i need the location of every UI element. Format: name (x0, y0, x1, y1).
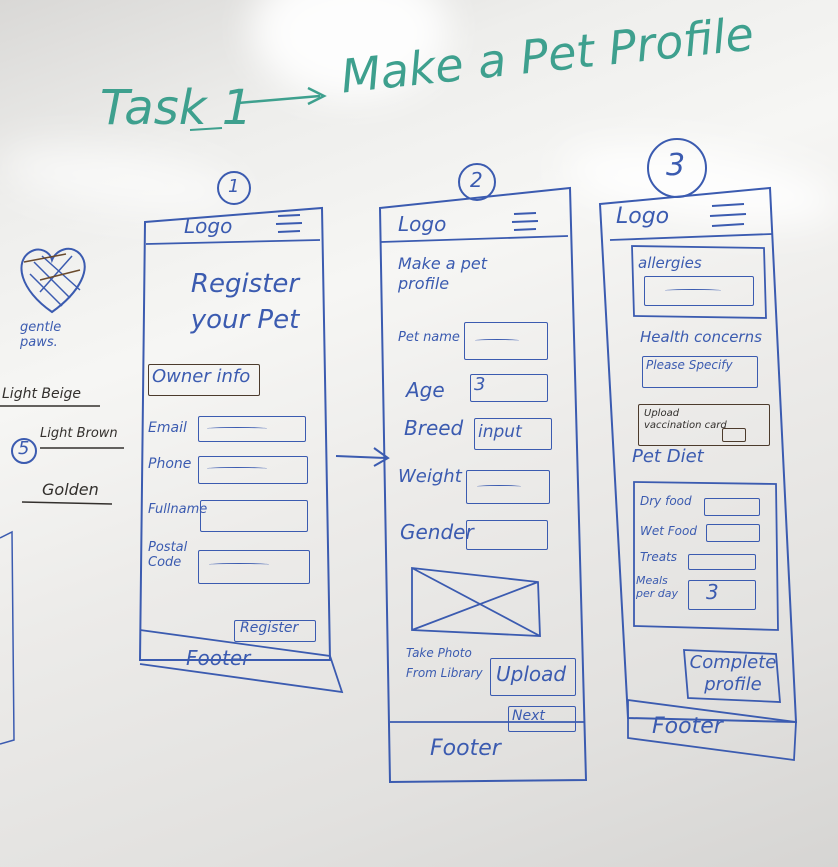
email-field[interactable] (198, 416, 306, 442)
pet-name-label: Pet name (398, 330, 460, 345)
card-icon (722, 428, 746, 442)
weight-field[interactable] (466, 470, 550, 504)
register-button[interactable] (234, 620, 316, 642)
health-concerns-field[interactable] (642, 356, 758, 388)
postal-code-label: Postal Code (148, 540, 188, 570)
pet-name-field[interactable] (464, 322, 548, 360)
phone-field[interactable] (198, 456, 308, 484)
breed-value: input (478, 422, 522, 442)
from-library-option[interactable]: From Library (406, 666, 483, 680)
age-label: Age (406, 378, 445, 402)
screen1-number: 1 (228, 176, 240, 197)
treats-label: Treats (640, 550, 678, 564)
meals-per-day-label: Meals per day (636, 574, 679, 600)
register-button-label: Register (240, 620, 299, 636)
screen1-logo: Logo (184, 214, 233, 238)
dry-food-field[interactable] (704, 498, 760, 516)
photo-placeholder (410, 566, 540, 636)
screen1-footer: Footer (186, 646, 251, 670)
screen1-heading: Register your Pet (190, 269, 300, 335)
next-button[interactable] (508, 706, 576, 732)
postal-code-field[interactable] (198, 550, 310, 584)
wet-food-label: Wet Food (640, 524, 697, 538)
color-light-beige: Light Beige (2, 386, 81, 402)
upload-vaccination-card-button[interactable] (638, 404, 770, 446)
upload-vaccination-card-label: Upload vaccination card (644, 408, 727, 431)
age-field[interactable] (470, 374, 548, 402)
screen2-number: 2 (470, 168, 483, 192)
color-light-brown: Light Brown (40, 426, 118, 441)
screen2-footer: Footer (430, 736, 501, 761)
task-label: Task 1 (100, 80, 253, 136)
health-concerns-label: Health concerns (640, 328, 762, 346)
health-concerns-value: Please Specify (646, 358, 733, 372)
upload-button[interactable] (490, 658, 576, 696)
screen3-footer: Footer (652, 714, 723, 739)
brand-name: gentle paws. (20, 320, 62, 350)
dry-food-label: Dry food (640, 494, 692, 508)
gender-field[interactable] (466, 520, 548, 550)
meals-per-day-field[interactable] (688, 580, 756, 610)
color-golden: Golden (42, 480, 99, 499)
wet-food-field[interactable] (706, 524, 760, 542)
owner-info-section (148, 364, 260, 396)
take-photo-option[interactable]: Take Photo (406, 646, 472, 660)
meals-per-day-value: 3 (706, 580, 719, 604)
allergies-field[interactable] (644, 276, 754, 306)
breed-field[interactable] (474, 418, 552, 450)
fullname-field[interactable] (200, 500, 308, 532)
gender-label: Gender (400, 520, 474, 544)
pet-diet-label: Pet Diet (632, 446, 704, 467)
owner-info-label: Owner info (152, 366, 251, 387)
screen3-number: 3 (666, 148, 686, 183)
screen3-logo: Logo (616, 204, 670, 229)
breed-label: Breed (404, 416, 464, 440)
next-button-label: Next (512, 708, 545, 724)
screen2-logo: Logo (398, 212, 447, 236)
allergies-label: allergies (638, 254, 702, 272)
phone-label: Phone (148, 456, 192, 472)
screen2-heading: Make a pet profile (398, 254, 487, 293)
email-label: Email (148, 420, 187, 436)
weight-label: Weight (398, 466, 462, 487)
side-number: 5 (18, 438, 30, 459)
treats-field[interactable] (688, 554, 756, 570)
age-value: 3 (474, 374, 486, 395)
fullname-label: Fullname (148, 502, 208, 517)
upload-button-label: Upload (496, 662, 567, 686)
complete-profile-button[interactable]: Complete profile (689, 652, 777, 695)
